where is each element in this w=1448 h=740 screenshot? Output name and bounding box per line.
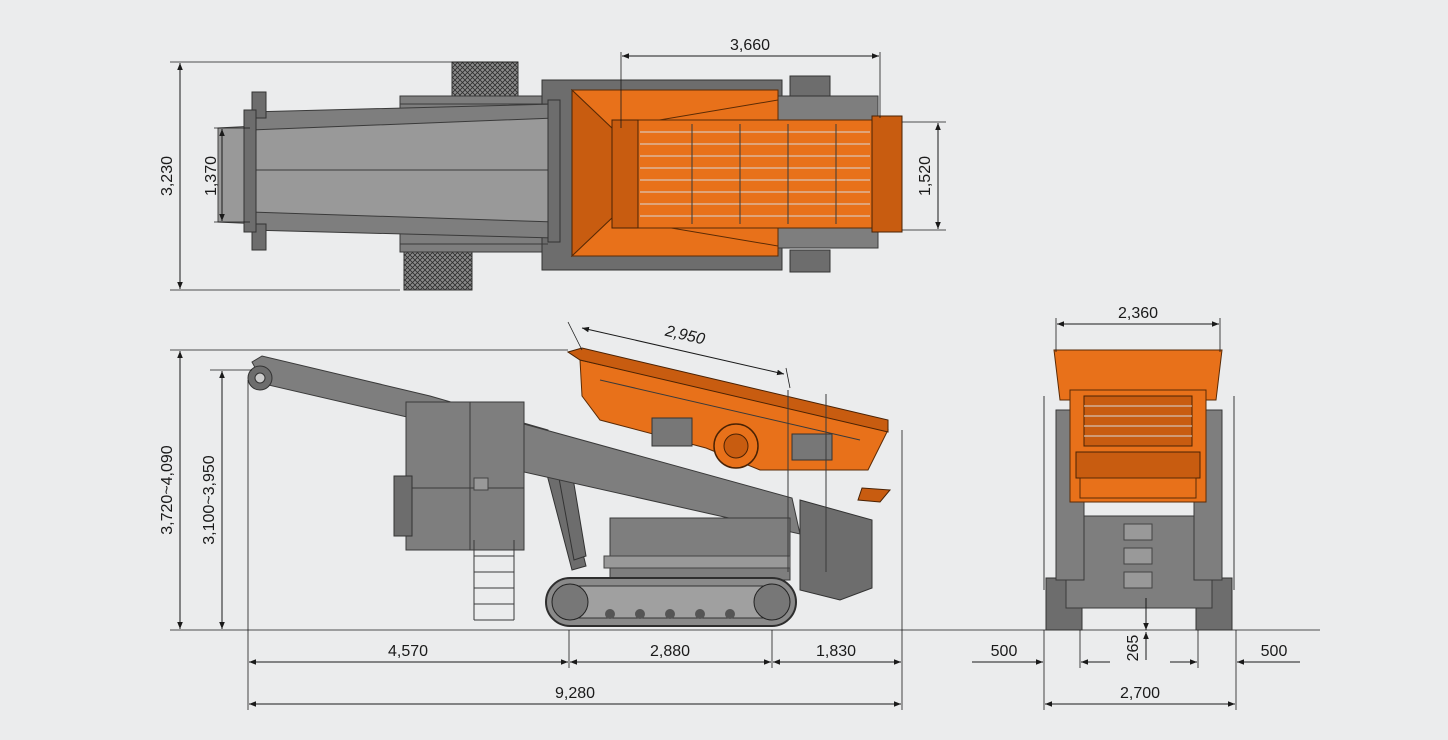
dim-right-offset: 500 xyxy=(1261,643,1288,660)
dim-box-width: 2,360 xyxy=(1118,305,1158,322)
side-view: 2,950 3,720~4,090 3,100~3,950 4,570 2,88… xyxy=(159,321,1320,710)
end-dimensions: 2,360 500 500 265 2,700 xyxy=(972,305,1300,710)
side-view-machine xyxy=(247,347,892,627)
top-dimensions: 3,660 3,230 1,370 1,520 xyxy=(159,37,946,291)
end-view: 2,360 500 500 265 2,700 xyxy=(972,305,1300,710)
top-view: 3,660 3,230 1,370 1,520 xyxy=(159,37,946,291)
dim-front-section: 4,570 xyxy=(388,643,428,660)
dim-height-range: 3,720~4,090 xyxy=(159,445,176,535)
dim-ground-clearance: 265 xyxy=(1125,635,1142,662)
dim-discharge-height: 3,100~3,950 xyxy=(201,455,218,545)
dim-left-offset: 500 xyxy=(991,643,1018,660)
dim-overall-length: 9,280 xyxy=(555,685,595,702)
dim-tracks: 2,880 xyxy=(650,643,690,660)
dim-overall-width-end: 2,700 xyxy=(1120,685,1160,702)
side-dimensions: 2,950 3,720~4,090 3,100~3,950 4,570 2,88… xyxy=(159,321,1320,710)
crawler-track xyxy=(545,577,797,627)
end-view-machine xyxy=(1043,349,1235,631)
dim-screen-length: 3,660 xyxy=(730,37,770,54)
top-view-machine xyxy=(217,61,903,291)
dim-screen-width: 1,520 xyxy=(917,156,934,196)
dim-overall-width-top: 3,230 xyxy=(159,156,176,196)
dim-conveyor-width: 1,370 xyxy=(203,156,220,196)
end-screen-deck xyxy=(1083,395,1193,447)
dim-screen-deck: 2,950 xyxy=(663,323,707,349)
screen-deck-fingers xyxy=(640,124,870,224)
access-ladder xyxy=(473,540,515,621)
dim-rear-section: 1,830 xyxy=(816,643,856,660)
